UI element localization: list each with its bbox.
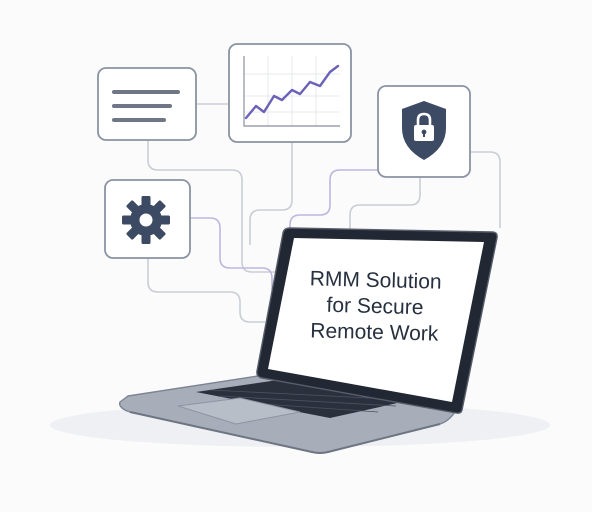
chart-card — [228, 43, 352, 143]
connector-shield — [289, 169, 378, 232]
connector-gear-down — [147, 258, 265, 323]
connector-lines — [147, 103, 501, 323]
shield-lock-icon — [402, 101, 446, 160]
screen-line-1: RMM Solution — [309, 267, 442, 294]
connector-doc — [147, 140, 285, 273]
connector-shield-right — [470, 151, 501, 228]
connector-shield-down — [349, 177, 421, 232]
document-card — [97, 67, 197, 141]
trackpad — [177, 397, 301, 425]
connector-gear — [190, 217, 273, 290]
keyboard — [196, 380, 420, 418]
line-chart-icon — [243, 56, 340, 127]
text-lines-icon — [112, 90, 180, 122]
connector-chart — [249, 142, 293, 245]
screen-line-2: for Secure — [326, 293, 424, 320]
screen-display — [268, 238, 484, 402]
settings-card — [104, 179, 191, 259]
security-card — [377, 85, 471, 178]
screen-headline: RMM Solution for Secure Remote Work — [299, 266, 451, 348]
gear-icon — [122, 196, 170, 244]
laptop — [119, 227, 498, 454]
screen-line-3: Remote Work — [310, 319, 439, 346]
